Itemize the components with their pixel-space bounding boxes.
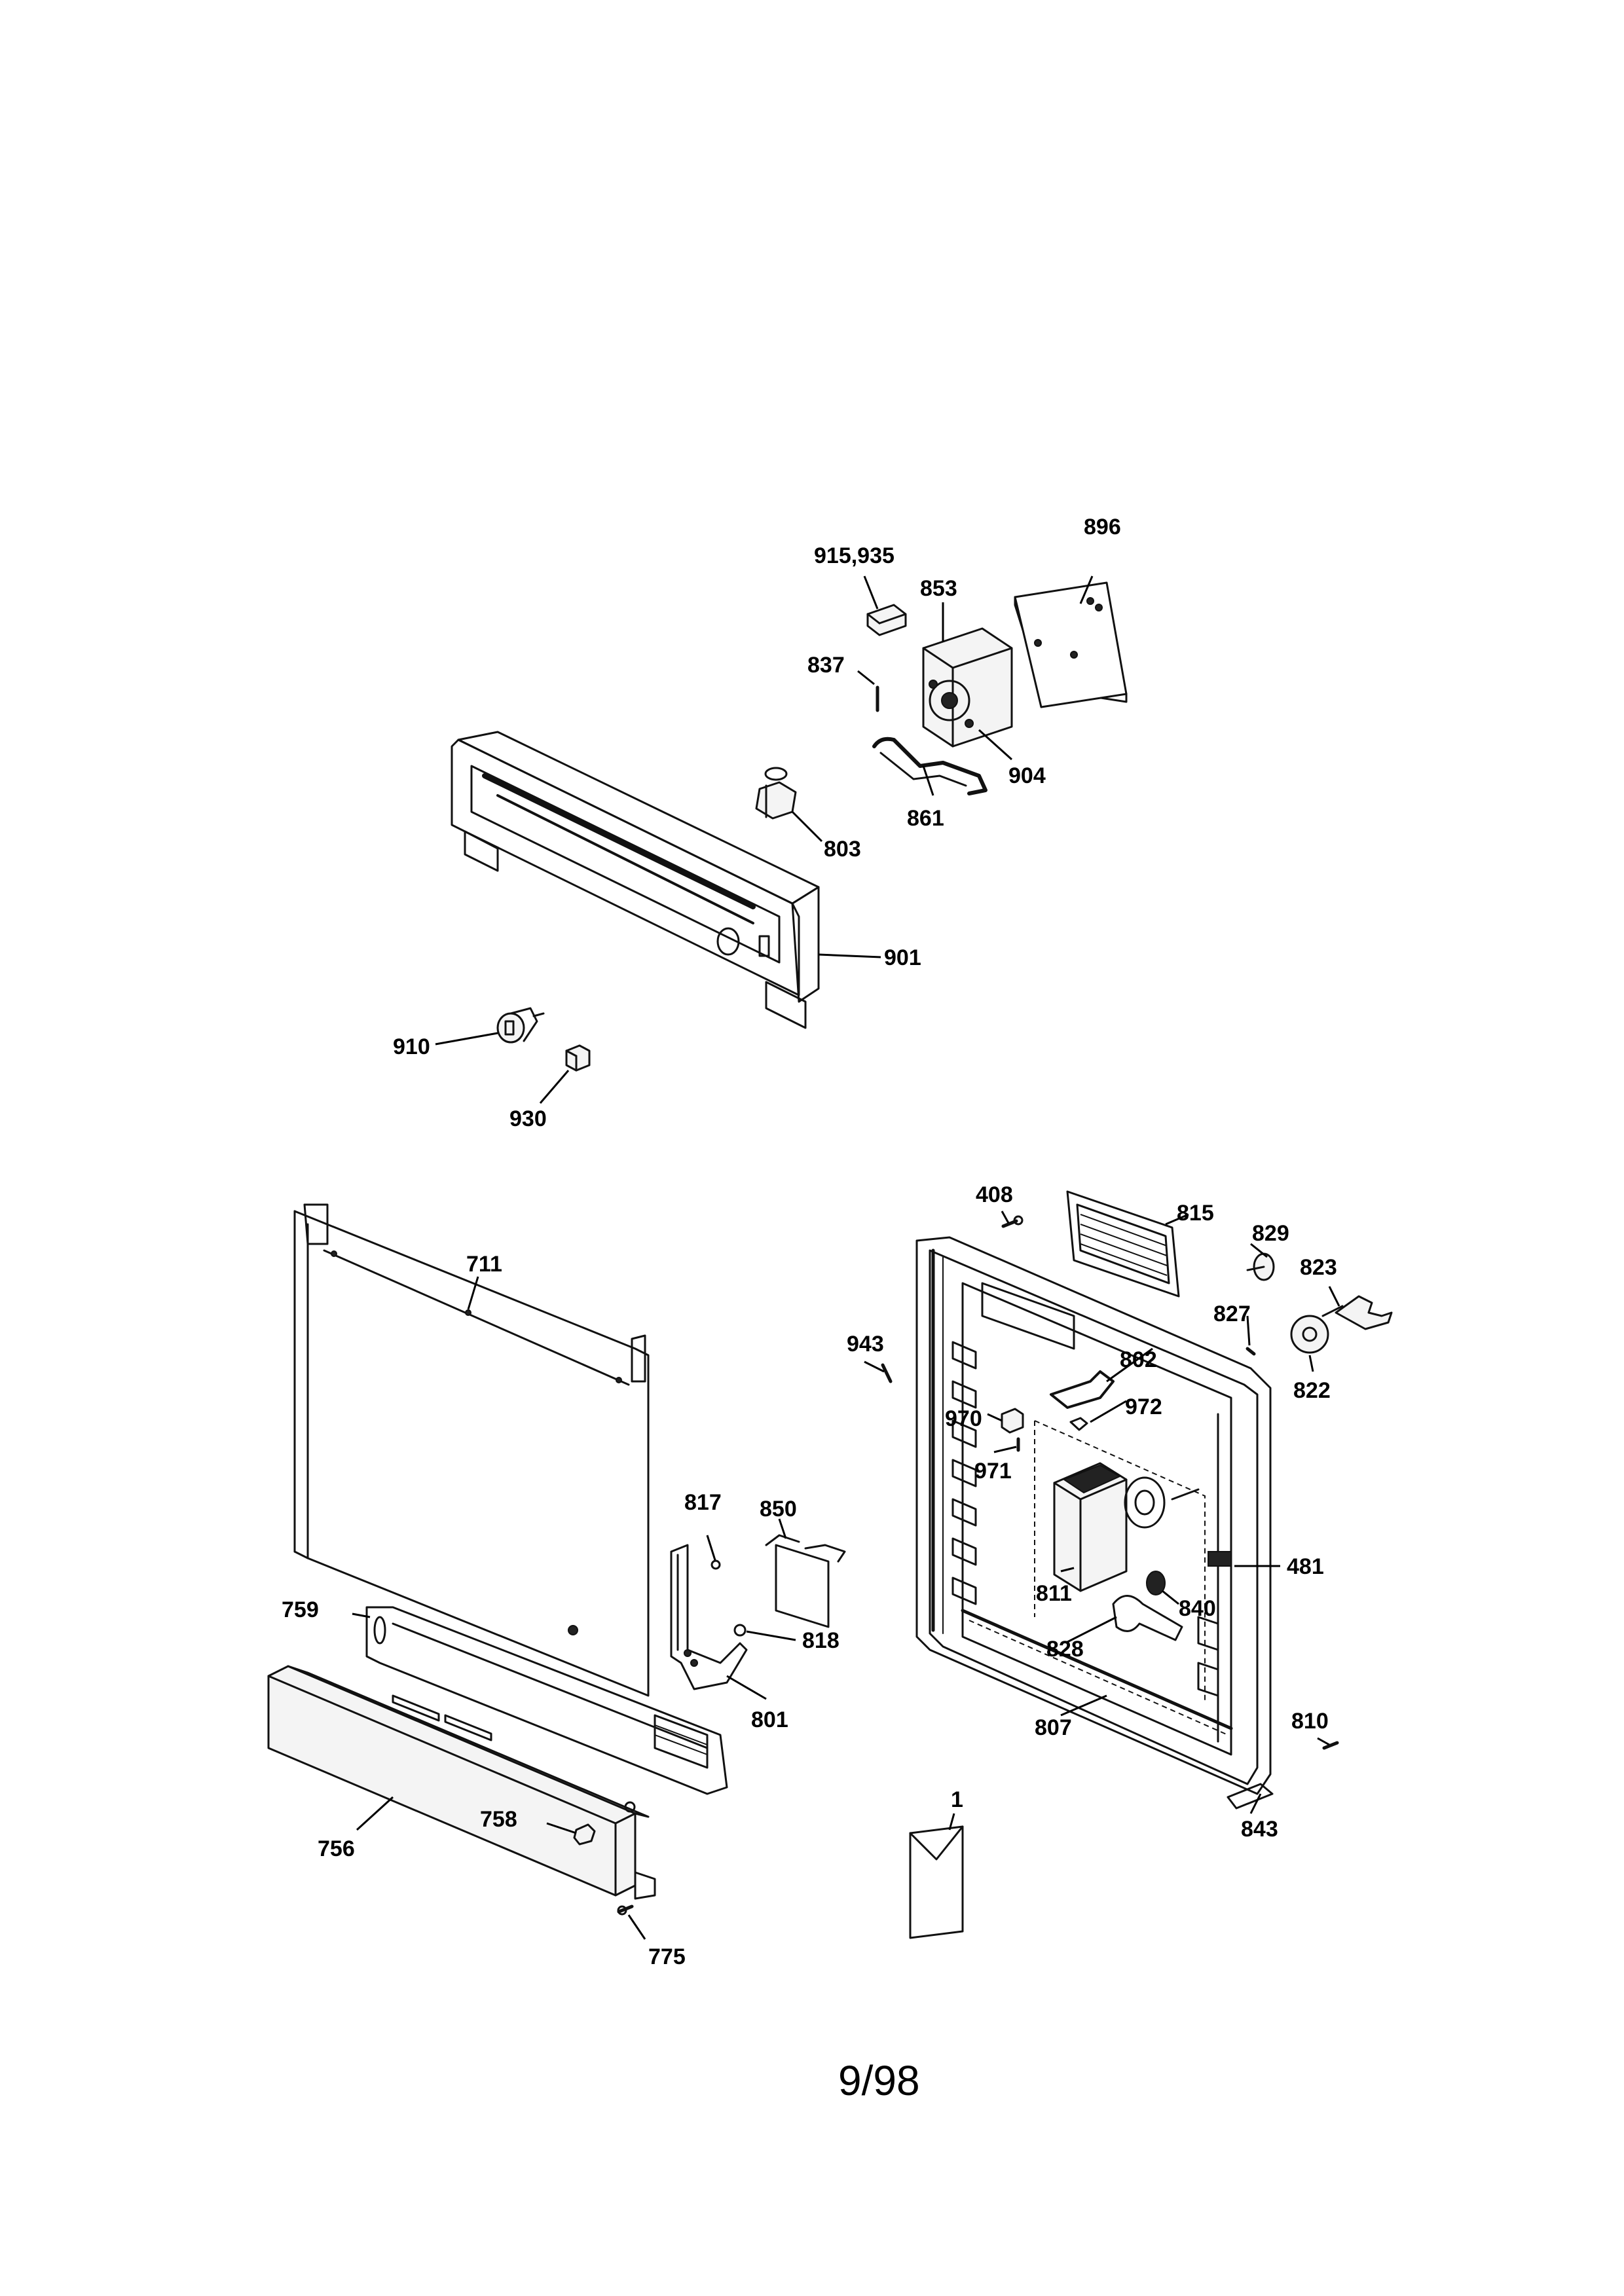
part-811-dispenser	[1053, 1462, 1128, 1592]
callout-815: 815	[1177, 1201, 1214, 1226]
callout-758: 758	[480, 1807, 517, 1832]
callout-843: 843	[1241, 1817, 1278, 1842]
callout-810: 810	[1291, 1709, 1329, 1734]
part-930-button	[565, 1044, 591, 1072]
rinse-aid-cap	[1124, 1476, 1200, 1529]
part-810-screw	[1322, 1741, 1339, 1750]
part-828-lever	[1112, 1595, 1183, 1641]
callout-904: 904	[1008, 763, 1046, 788]
part-759-bracket	[365, 1606, 728, 1795]
callout-943: 943	[847, 1332, 884, 1357]
callout-775: 775	[648, 1944, 686, 1969]
part-972-clip	[1069, 1417, 1088, 1431]
part-823-lever	[1321, 1295, 1393, 1330]
callout-827: 827	[1213, 1302, 1251, 1326]
part-1-literature	[909, 1825, 964, 1939]
leader-lines	[352, 575, 1340, 1940]
callout-971: 971	[974, 1459, 1012, 1484]
callout-853: 853	[920, 576, 957, 601]
part-817-screw	[710, 1559, 721, 1570]
callout-822: 822	[1293, 1378, 1331, 1403]
part-829-cap	[1246, 1252, 1275, 1281]
callout-labels: 896 915,935 853 837 904 861 803 901 910 …	[282, 515, 1337, 1969]
callout-807: 807	[1035, 1715, 1072, 1740]
part-711-outer-door-panel	[293, 1203, 650, 1697]
callout-756: 756	[318, 1836, 355, 1861]
callout-811: 811	[1036, 1581, 1072, 1606]
callout-861: 861	[907, 806, 944, 831]
callout-910: 910	[393, 1034, 430, 1059]
part-818-nut	[733, 1624, 747, 1637]
part-970-clip	[1001, 1408, 1024, 1434]
part-910-knob	[496, 1007, 545, 1044]
part-896-cover-plate	[1014, 581, 1128, 708]
part-756-toe-kick	[267, 1665, 656, 1900]
callout-711: 711	[466, 1252, 502, 1277]
part-801-hinge-bracket	[670, 1544, 748, 1690]
callout-850: 850	[760, 1497, 797, 1522]
part-815-vent	[1066, 1190, 1180, 1298]
callout-802: 802	[1120, 1347, 1157, 1372]
callout-759: 759	[282, 1597, 319, 1622]
callout-972: 972	[1125, 1394, 1162, 1419]
callout-840: 840	[1179, 1596, 1216, 1621]
callout-901: 901	[884, 945, 921, 970]
callout-481: 481	[1287, 1554, 1324, 1579]
callout-829: 829	[1252, 1221, 1289, 1246]
callout-930: 930	[509, 1106, 547, 1131]
callout-803: 803	[824, 837, 861, 862]
part-843-hinge-arm	[1227, 1783, 1274, 1810]
callout-828: 828	[1046, 1637, 1084, 1662]
part-481-module	[1208, 1551, 1232, 1567]
callout-817: 817	[684, 1490, 722, 1515]
callout-915-935: 915,935	[814, 543, 895, 568]
part-915-935-clip	[866, 604, 907, 636]
page-number: 9/98	[838, 2057, 920, 2104]
callout-970: 970	[945, 1406, 982, 1431]
callout-818: 818	[802, 1628, 840, 1653]
callout-1: 1	[951, 1787, 963, 1812]
part-803-switch	[755, 767, 797, 820]
callout-896: 896	[1084, 515, 1121, 539]
callout-837: 837	[807, 653, 845, 678]
part-850-shield	[765, 1534, 846, 1628]
part-822-gear	[1290, 1315, 1329, 1354]
callout-408: 408	[976, 1182, 1013, 1207]
callout-801: 801	[751, 1707, 788, 1732]
part-775-screw	[617, 1904, 634, 1916]
part-943-screw	[881, 1363, 893, 1383]
part-840-knob	[1146, 1571, 1166, 1595]
part-408-screw	[1001, 1215, 1024, 1228]
part-853-timer	[922, 627, 1013, 748]
part-901-control-panel	[451, 731, 820, 1029]
part-827-screw	[1246, 1347, 1256, 1356]
callout-823: 823	[1300, 1255, 1337, 1280]
part-758-clip	[573, 1823, 596, 1846]
part-802-bracket	[1050, 1370, 1115, 1409]
